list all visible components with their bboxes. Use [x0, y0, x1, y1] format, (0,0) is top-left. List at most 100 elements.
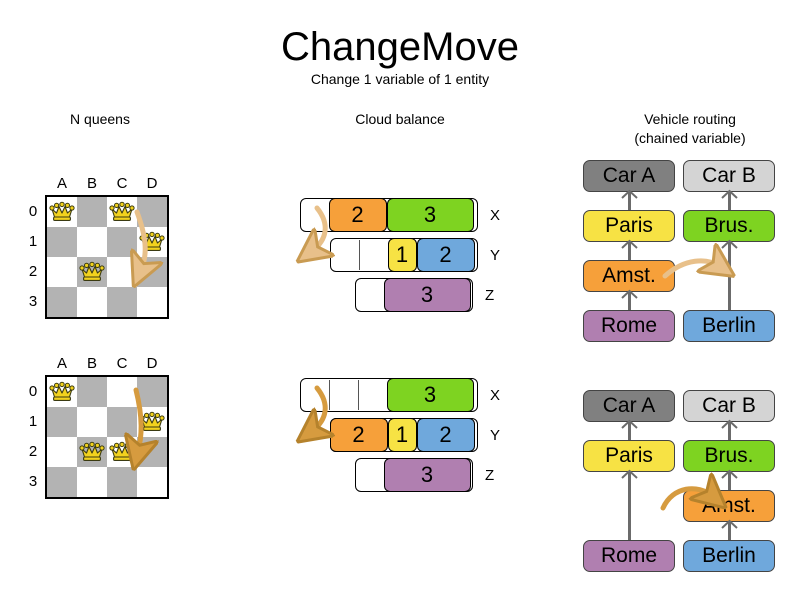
- board-cell-c2[interactable]: [107, 257, 137, 287]
- board-cell-d2[interactable]: [137, 257, 167, 287]
- vrp-node-car-a-after[interactable]: Car A: [583, 390, 675, 422]
- vrp-node-brussels-before[interactable]: Brus.: [683, 210, 775, 242]
- cloud-process-2-on-y-after[interactable]: 2: [329, 417, 388, 452]
- queen-piece-c0[interactable]: [107, 197, 137, 227]
- board-cell-b0[interactable]: [77, 197, 107, 227]
- vrp-node-brussels-after[interactable]: Brus.: [683, 440, 775, 472]
- cloud-process-2-on-y-after[interactable]: 2: [416, 417, 475, 452]
- link-berlin-amst-after: [728, 520, 731, 546]
- cloud-process-3-on-z-after[interactable]: 3: [383, 457, 471, 492]
- link-paris-cara: [628, 190, 631, 216]
- section-title-cloud-balance: Cloud balance: [355, 111, 445, 127]
- board-cell-a2[interactable]: [47, 437, 77, 467]
- cloud-process-2-on-y-before[interactable]: 2: [416, 237, 475, 272]
- board-cell-a1[interactable]: [47, 227, 77, 257]
- board-row-label-3-before: 3: [28, 293, 38, 310]
- cloud-process-1-on-y-after[interactable]: 1: [387, 417, 417, 452]
- board-column-label-b-after: B: [86, 355, 97, 372]
- board-cell-c1[interactable]: [107, 407, 137, 437]
- board-cell-b3[interactable]: [77, 287, 107, 317]
- board-cell-d2[interactable]: [137, 437, 167, 467]
- cloud-process-3-on-x-after[interactable]: 3: [386, 377, 474, 412]
- link-brus-carb-after: [728, 420, 731, 446]
- vrp-node-car-b-after[interactable]: Car B: [683, 390, 775, 422]
- board-row-label-1-after: 1: [28, 413, 38, 430]
- section-title-nqueens: N queens: [70, 111, 130, 127]
- board-column-label-a-after: A: [56, 355, 67, 372]
- vrp-node-paris-before[interactable]: Paris: [583, 210, 675, 242]
- link-amst-paris: [628, 240, 631, 266]
- board-column-label-b-before: B: [86, 175, 97, 192]
- link-paris-cara-after: [628, 420, 631, 446]
- cloud-computer-label-x-after: X: [490, 387, 501, 404]
- board-row-label-1-before: 1: [28, 233, 38, 250]
- cloud-process-3-on-x-before[interactable]: 3: [386, 197, 474, 232]
- queen-piece-d1[interactable]: [137, 227, 167, 257]
- board-row-label-2-after: 2: [28, 443, 38, 460]
- board-row-label-2-before: 2: [28, 263, 38, 280]
- vrp-node-berlin-before[interactable]: Berlin: [683, 310, 775, 342]
- vrp-node-berlin-after[interactable]: Berlin: [683, 540, 775, 572]
- link-berlin-brus: [728, 240, 731, 316]
- vrp-node-amsterdam-before[interactable]: Amst.: [583, 260, 675, 292]
- board-row-label-0-before: 0: [28, 203, 38, 220]
- link-amst-brus-after: [728, 470, 731, 496]
- cloud-computer-bar-z-before[interactable]: 3: [355, 277, 473, 312]
- board-column-label-c-before: C: [116, 175, 128, 192]
- cloud-computer-label-z-before: Z: [485, 287, 495, 304]
- board-cell-b0[interactable]: [77, 377, 107, 407]
- cloud-empty-divider: [329, 380, 330, 410]
- cloud-computer-label-y-after: Y: [490, 427, 501, 444]
- board-cell-c3[interactable]: [107, 287, 137, 317]
- board-cell-c0[interactable]: [107, 377, 137, 407]
- queen-piece-d1[interactable]: [137, 407, 167, 437]
- cloud-empty-divider: [358, 380, 359, 410]
- vrp-node-car-b-before[interactable]: Car B: [683, 160, 775, 192]
- board-column-label-d-after: D: [146, 355, 158, 372]
- vrp-title-line2: (chained variable): [634, 130, 746, 146]
- board-cell-a3[interactable]: [47, 467, 77, 497]
- queen-piece-b2[interactable]: [77, 257, 107, 287]
- board-cell-a3[interactable]: [47, 287, 77, 317]
- queen-piece-b2[interactable]: [77, 437, 107, 467]
- cloud-process-2-on-x-before[interactable]: 2: [328, 197, 387, 232]
- link-rome-paris-after: [628, 470, 631, 546]
- queen-piece-a0[interactable]: [47, 377, 77, 407]
- cloud-empty-divider: [359, 240, 360, 270]
- board-cell-b1[interactable]: [77, 227, 107, 257]
- page-title: ChangeMove: [281, 25, 519, 69]
- board-row-label-0-after: 0: [28, 383, 38, 400]
- cloud-process-3-on-z-before[interactable]: 3: [383, 277, 471, 312]
- vrp-node-rome-before[interactable]: Rome: [583, 310, 675, 342]
- board-cell-c1[interactable]: [107, 227, 137, 257]
- vrp-node-car-a-before[interactable]: Car A: [583, 160, 675, 192]
- cloud-process-1-on-y-before[interactable]: 1: [387, 237, 417, 272]
- cloud-computer-bar-z-after[interactable]: 3: [355, 457, 473, 492]
- board-column-label-d-before: D: [146, 175, 158, 192]
- board-cell-b3[interactable]: [77, 467, 107, 497]
- link-brus-carb: [728, 190, 731, 216]
- board-cell-a2[interactable]: [47, 257, 77, 287]
- cloud-computer-label-x-before: X: [490, 207, 501, 224]
- board-column-label-a-before: A: [56, 175, 67, 192]
- vrp-node-rome-after[interactable]: Rome: [583, 540, 675, 572]
- board-cell-b1[interactable]: [77, 407, 107, 437]
- queen-piece-c2[interactable]: [107, 437, 137, 467]
- board-cell-d0[interactable]: [137, 377, 167, 407]
- board-row-label-3-after: 3: [28, 473, 38, 490]
- vrp-node-paris-after[interactable]: Paris: [583, 440, 675, 472]
- board-cell-d3[interactable]: [137, 467, 167, 497]
- cloud-computer-bar-x-after[interactable]: 3: [300, 377, 478, 412]
- board-cell-a1[interactable]: [47, 407, 77, 437]
- board-column-label-c-after: C: [116, 355, 128, 372]
- link-rome-amst: [628, 290, 631, 316]
- queen-piece-a0[interactable]: [47, 197, 77, 227]
- vrp-node-amsterdam-after[interactable]: Amst.: [683, 490, 775, 522]
- board-cell-d0[interactable]: [137, 197, 167, 227]
- cloud-computer-label-y-before: Y: [490, 247, 501, 264]
- board-cell-d3[interactable]: [137, 287, 167, 317]
- board-cell-c3[interactable]: [107, 467, 137, 497]
